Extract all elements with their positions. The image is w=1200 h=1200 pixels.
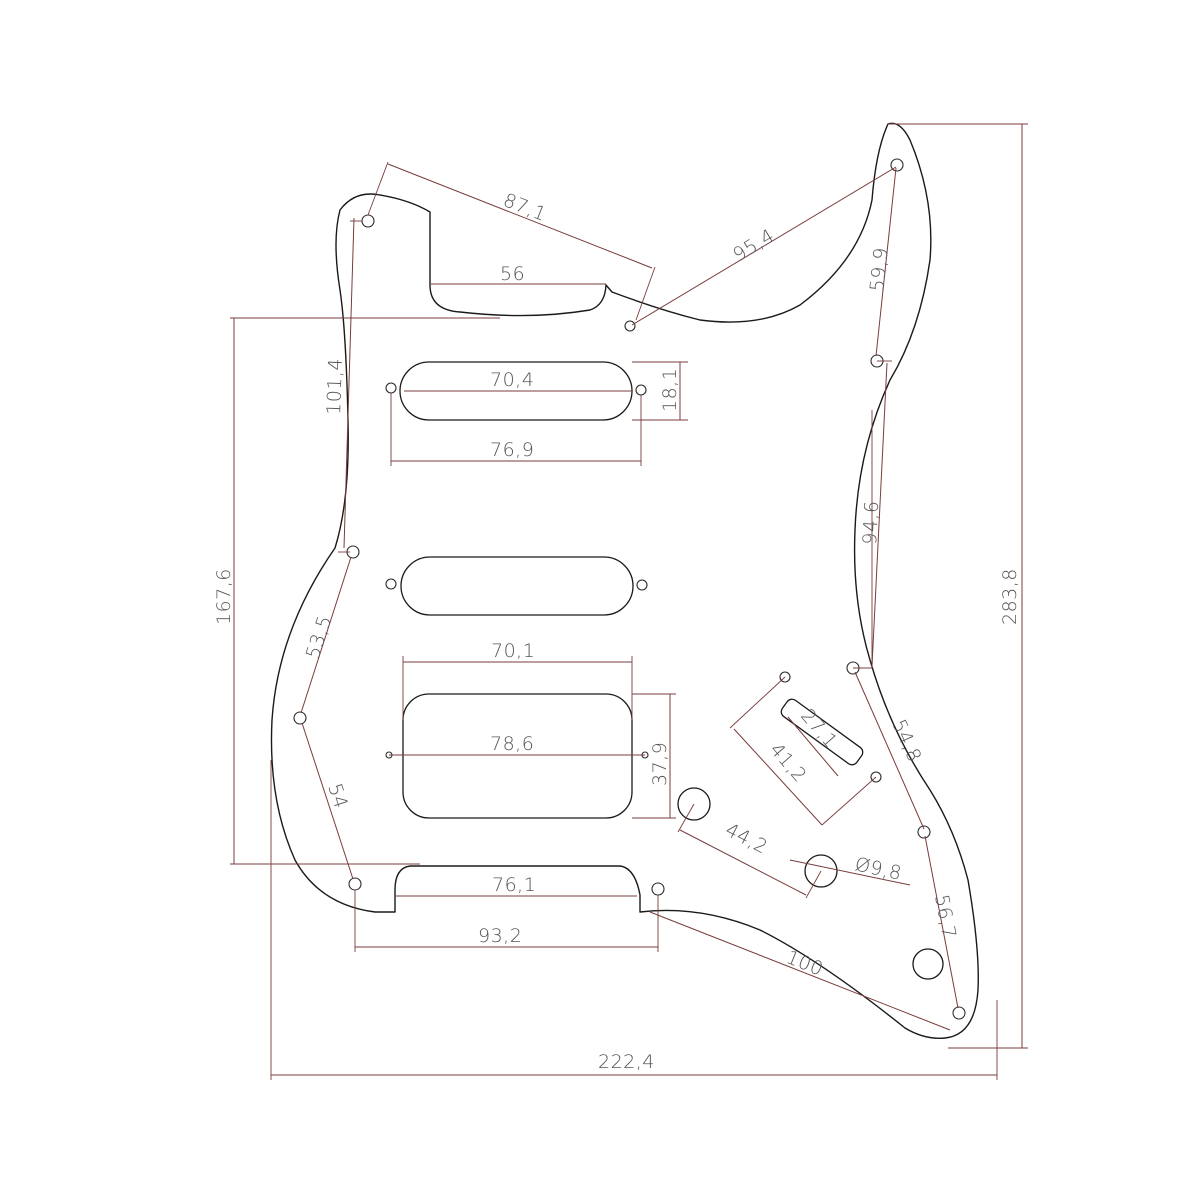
label-left-height: 167,6 xyxy=(213,568,235,625)
label-switch-screw-span: 41,2 xyxy=(765,739,811,787)
switch-slot-cutout xyxy=(780,698,864,766)
bridge-humbucker-cutout xyxy=(402,693,633,819)
pickup-screw-hole-icon xyxy=(636,579,648,591)
screw-holes xyxy=(293,158,966,1020)
label-tremolo-screw-span: 93,2 xyxy=(478,925,522,947)
label-bridge-humbucker-width: 70,1 xyxy=(491,640,535,662)
label-lower-left-span-1: 53,5 xyxy=(302,613,337,662)
label-upper-horn-hole-gap: 59,9 xyxy=(866,246,893,292)
screw-hole-icon xyxy=(361,214,375,228)
pickguard-outline xyxy=(270,122,979,1039)
label-bottom-right-span: 56,7 xyxy=(930,893,960,941)
screw-hole-icon xyxy=(917,825,931,839)
label-tremolo-cutout-width: 76,1 xyxy=(492,874,536,896)
label-neck-hole-span: 87,1 xyxy=(500,189,549,226)
label-knob-spacing: 44,2 xyxy=(722,819,771,859)
label-overall-width: 222,4 xyxy=(598,1051,655,1073)
label-knob-hole-diameter: Ø9,8 xyxy=(853,853,904,884)
tone2-knob-hole-icon xyxy=(912,948,944,980)
label-left-edge-span: 101,4 xyxy=(323,358,347,416)
dimension-labels: 222,4 283,8 167,6 87,1 56 95,4 59,9 101,… xyxy=(213,189,1021,1073)
label-bridge-humbucker-screw-span: 78,6 xyxy=(490,733,534,755)
label-neck-pickup-screw-span: 76,9 xyxy=(490,439,534,461)
label-neck-pocket-width: 56 xyxy=(500,263,525,285)
screw-hole-icon xyxy=(651,882,665,896)
pickup-screw-hole-icon xyxy=(385,382,397,394)
dimension-lines xyxy=(230,123,1028,1080)
label-neck-pickup-height: 18,1 xyxy=(659,368,681,412)
label-upper-horn-span: 95,4 xyxy=(729,225,778,267)
volume-knob-hole-icon xyxy=(677,787,711,821)
screw-hole-icon xyxy=(293,711,307,725)
label-lower-left-span-2: 54 xyxy=(323,781,352,812)
screw-hole-icon xyxy=(348,877,362,891)
screw-hole-icon xyxy=(624,320,636,332)
label-neck-pickup-length: 70,4 xyxy=(490,369,534,391)
pickup-screw-hole-icon xyxy=(385,578,397,590)
label-right-edge-span: 94,6 xyxy=(859,500,883,545)
label-bottom-diagonal: 100 xyxy=(783,946,826,981)
middle-pickup-cutout xyxy=(400,556,634,616)
screw-hole-icon xyxy=(952,1006,966,1020)
pickup-screw-hole-icon xyxy=(635,384,647,396)
label-overall-height: 283,8 xyxy=(999,568,1021,625)
label-bridge-humbucker-height: 37,9 xyxy=(649,742,671,786)
tone-knob-hole-icon xyxy=(804,854,838,888)
